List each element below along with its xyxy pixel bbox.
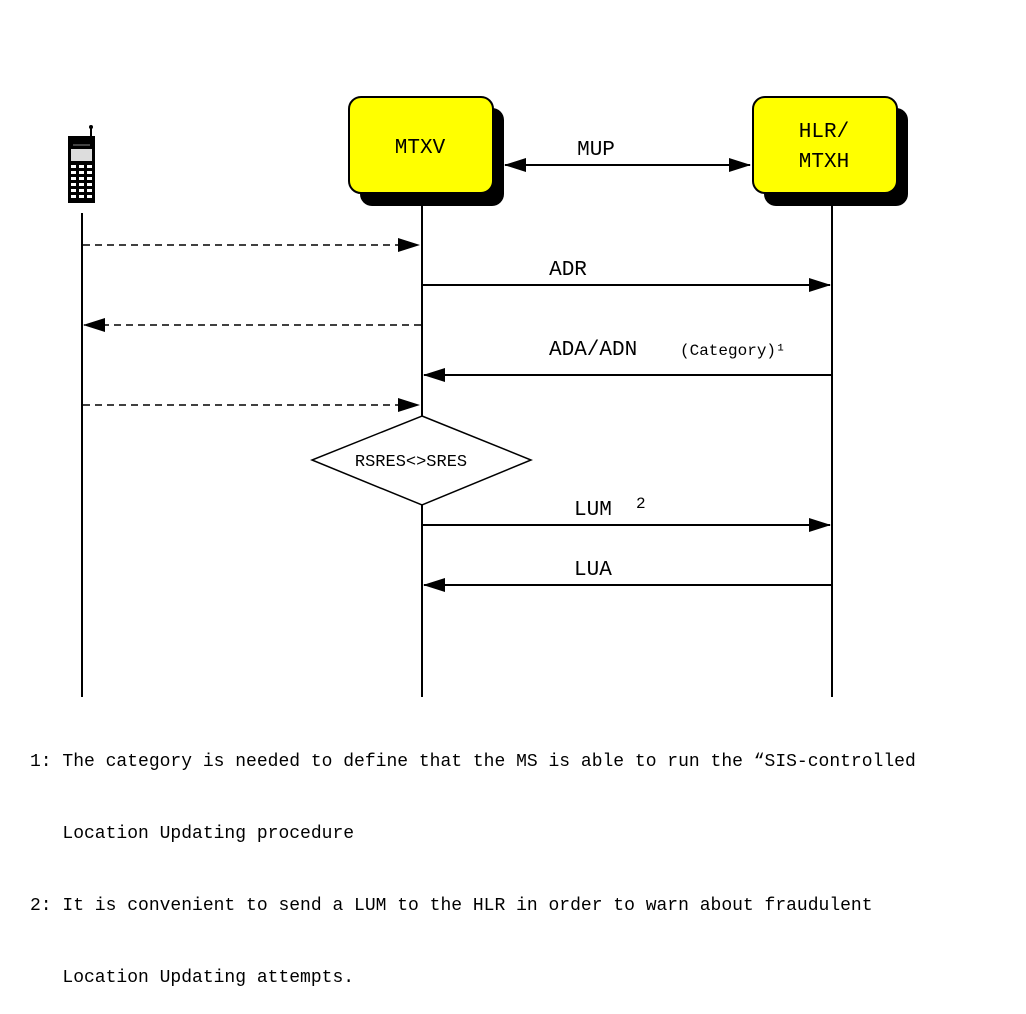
- ada-adn-note: (Category)¹: [680, 342, 786, 360]
- footnote-2-line-2: Location Updating attempts.: [30, 968, 355, 988]
- ada-adn-label: ADA/ADN: [549, 339, 637, 362]
- mobile-phone-icon: [68, 125, 95, 203]
- mtxv-box: MTXV: [348, 96, 504, 206]
- footnote-1-line-2: Location Updating procedure: [30, 824, 355, 844]
- rsres-sres-decision: RSRES<>SRES: [310, 415, 533, 506]
- mup-label: MUP: [577, 139, 615, 162]
- hlr-label-line1: HLR/: [799, 121, 849, 144]
- signalling-diagram: MTXV HLR/ MTXH MUP ADR ADA/ADN (Category…: [68, 96, 908, 697]
- lum-label: LUM: [574, 499, 612, 522]
- footnote-2-line-1: 2: It is convenient to send a LUM to the…: [30, 896, 873, 916]
- adr-label: ADR: [549, 259, 587, 282]
- mtxv-label: MTXV: [395, 137, 446, 160]
- hlr-box: HLR/ MTXH: [752, 96, 908, 206]
- footnotes: 1: The category is needed to define that…: [30, 702, 916, 1014]
- lum-note: 2: [636, 495, 646, 513]
- lua-label: LUA: [574, 559, 612, 582]
- hlr-label-line2: MTXH: [799, 151, 849, 174]
- footnote-1-line-1: 1: The category is needed to define that…: [30, 752, 916, 772]
- decision-label: RSRES<>SRES: [355, 453, 467, 472]
